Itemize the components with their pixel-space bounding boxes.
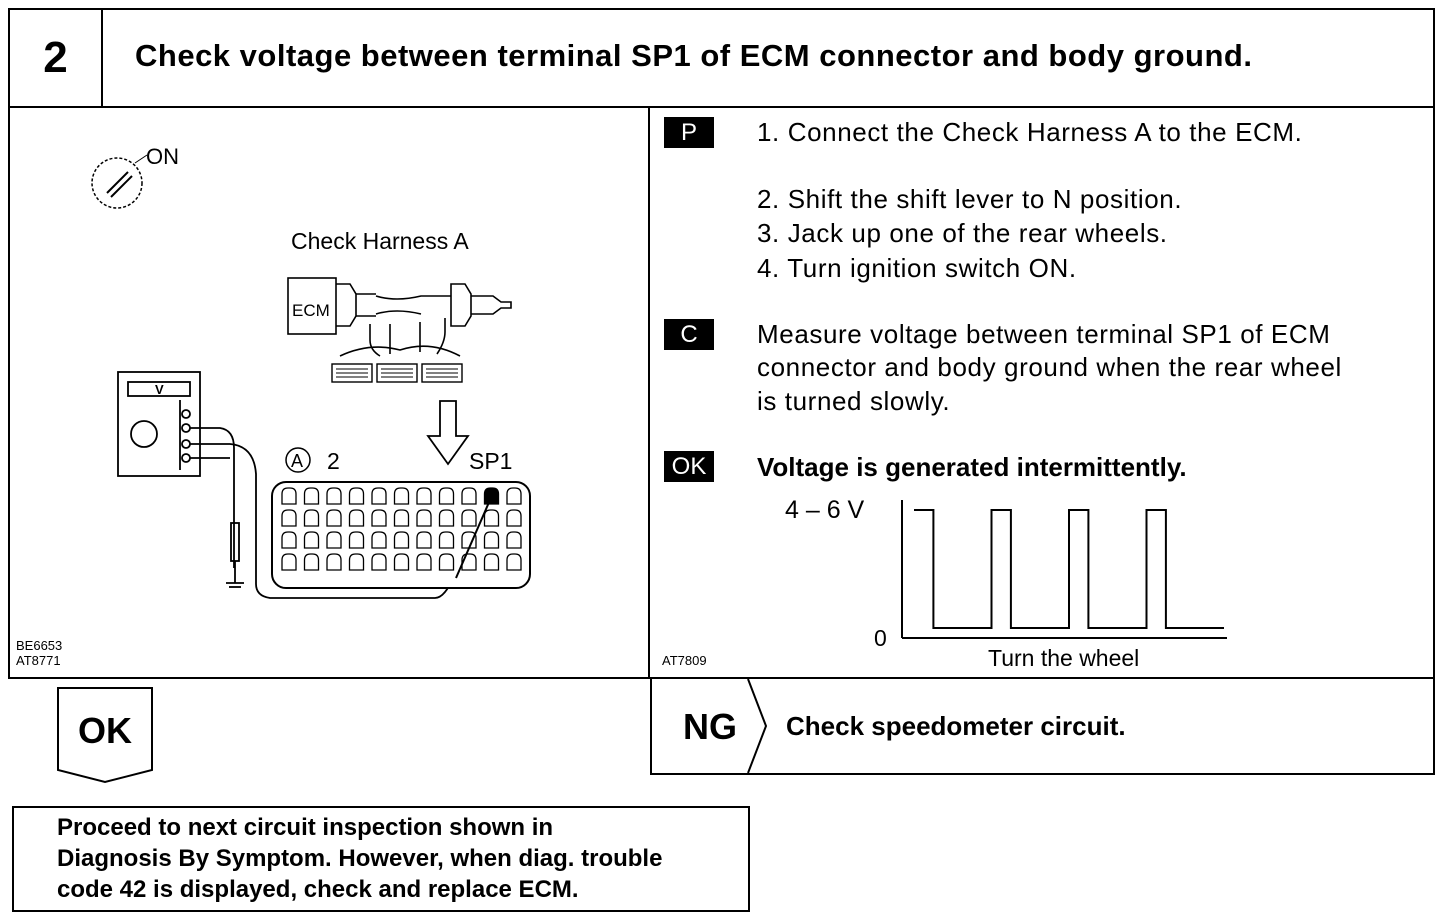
chart-series-line bbox=[914, 509, 1224, 629]
proceed-line-2: Diagnosis By Symptom. However, when diag… bbox=[57, 845, 663, 872]
proceed-box bbox=[12, 806, 750, 912]
connector-pin bbox=[506, 553, 522, 571]
connector-pin bbox=[461, 509, 477, 527]
connector-pin bbox=[506, 531, 522, 549]
connector-pin bbox=[416, 487, 432, 505]
measure-line-1: Measure voltage between terminal SP1 of … bbox=[757, 319, 1331, 349]
connector-pin bbox=[371, 531, 387, 549]
step-title: Check voltage between terminal SP1 of EC… bbox=[135, 38, 1253, 73]
badge-p: P bbox=[664, 117, 714, 148]
connector-pin bbox=[326, 509, 342, 527]
voltmeter-icon bbox=[117, 371, 491, 599]
connector-pin bbox=[416, 553, 432, 571]
harness-connector-blocks bbox=[331, 363, 463, 383]
badge-c: C bbox=[664, 319, 714, 350]
connector-pin bbox=[371, 487, 387, 505]
connector-pin bbox=[348, 553, 365, 571]
proceed-line-3: code 42 is displayed, check and replace … bbox=[57, 876, 579, 903]
connector-pin bbox=[506, 509, 522, 527]
connector-pin bbox=[438, 509, 455, 527]
connector-pin bbox=[326, 553, 342, 571]
connector-pin bbox=[461, 487, 477, 505]
ignition-switch-icon bbox=[91, 154, 148, 209]
connector-pin bbox=[393, 531, 410, 549]
connector-pin bbox=[506, 487, 522, 505]
connector-pin bbox=[393, 487, 410, 505]
connector-pins bbox=[281, 487, 522, 571]
ng-result-label: NG bbox=[683, 706, 737, 747]
connector-pin-sp1 bbox=[483, 487, 500, 505]
figure-code-be6653: BE6653 bbox=[16, 638, 62, 653]
ok-result-label: OK bbox=[78, 710, 132, 751]
connector-pin bbox=[438, 531, 455, 549]
chart-y-high-label: 4 – 6 V bbox=[785, 496, 865, 524]
connector-number: 2 bbox=[327, 448, 340, 474]
connector-pin bbox=[483, 531, 500, 549]
ok-criteria: Voltage is generated intermittently. bbox=[757, 452, 1187, 482]
connector-pin bbox=[281, 553, 297, 571]
connector-pin bbox=[483, 553, 500, 571]
connector-pin bbox=[438, 553, 455, 571]
ng-action-text: Check speedometer circuit. bbox=[786, 711, 1126, 741]
check-harness-icon bbox=[287, 277, 512, 357]
connector-pin bbox=[326, 487, 342, 505]
step-1: 1. Connect the Check Harness A to the EC… bbox=[757, 117, 1303, 147]
terminal-sp1-label: SP1 bbox=[469, 448, 512, 474]
connector-a-marker bbox=[285, 447, 311, 473]
connector-pin bbox=[416, 509, 432, 527]
step-number: 2 bbox=[43, 33, 68, 82]
ecm-connector-body bbox=[271, 481, 531, 589]
meter-v-label: V bbox=[155, 382, 164, 397]
check-harness-label: Check Harness A bbox=[291, 228, 469, 254]
connector-a-label: A bbox=[291, 451, 303, 471]
down-arrow-icon bbox=[426, 400, 470, 466]
step-4: 4. Turn ignition switch ON. bbox=[757, 253, 1077, 283]
ng-separator-chevron bbox=[747, 678, 768, 774]
step-number-divider bbox=[101, 8, 103, 108]
connector-pin bbox=[348, 531, 365, 549]
switch-on-label: ON bbox=[146, 144, 179, 169]
connector-pin bbox=[281, 509, 297, 527]
connector-pin bbox=[371, 553, 387, 571]
step-3: 3. Jack up one of the rear wheels. bbox=[757, 218, 1168, 248]
figure-code-at7809: AT7809 bbox=[662, 653, 707, 668]
figure-code-at8771: AT8771 bbox=[16, 653, 61, 668]
connector-pin bbox=[461, 531, 477, 549]
ecm-label: ECM bbox=[292, 301, 330, 320]
content-divider bbox=[648, 106, 650, 679]
step-2: 2. Shift the shift lever to N position. bbox=[757, 184, 1183, 214]
probe-lead bbox=[455, 499, 491, 579]
connector-pin bbox=[326, 531, 342, 549]
connector-pin bbox=[393, 509, 410, 527]
connector-pin bbox=[281, 487, 297, 505]
measure-line-2: connector and body ground when the rear … bbox=[757, 352, 1342, 382]
connector-pin bbox=[416, 531, 432, 549]
connector-pin bbox=[371, 509, 387, 527]
connector-pin bbox=[303, 553, 320, 571]
chart-x-label: Turn the wheel bbox=[988, 645, 1139, 671]
connector-pin bbox=[348, 487, 365, 505]
connector-pin bbox=[281, 531, 297, 549]
connector-pin bbox=[393, 553, 410, 571]
badge-ok: OK bbox=[664, 451, 714, 482]
connector-pin bbox=[303, 487, 320, 505]
ok-result-box bbox=[57, 687, 153, 784]
measure-line-3: is turned slowly. bbox=[757, 386, 951, 416]
chart-y-low-label: 0 bbox=[874, 625, 887, 651]
connector-pin bbox=[438, 487, 455, 505]
connector-pin bbox=[348, 509, 365, 527]
connector-pin bbox=[303, 531, 320, 549]
voltage-waveform-chart: 4 – 6 V 0 Turn the wheel AT7809 bbox=[662, 496, 1227, 671]
connector-pin bbox=[303, 509, 320, 527]
proceed-line-1: Proceed to next circuit inspection shown… bbox=[57, 814, 554, 841]
connector-pin bbox=[461, 553, 477, 571]
ecm-check-illustration: ON Check Harness A ECM V bbox=[16, 144, 531, 668]
ng-result-box bbox=[650, 677, 1435, 775]
